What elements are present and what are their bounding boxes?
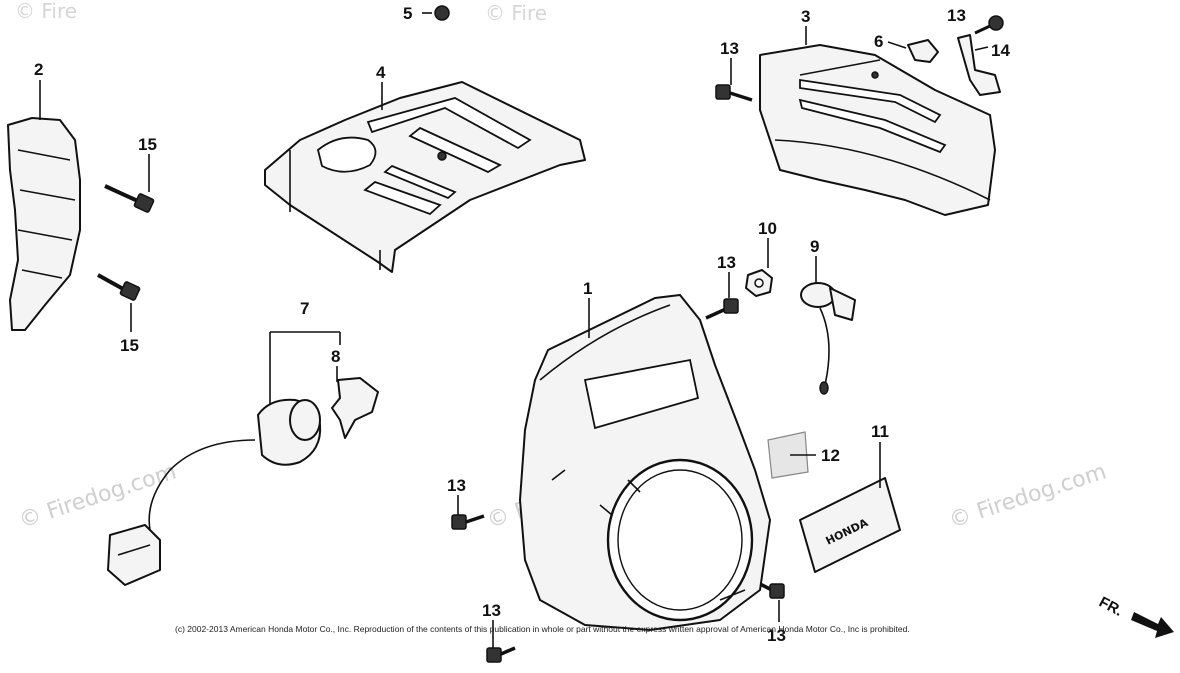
callout-13-bottom: 13: [482, 601, 501, 620]
part-9-stop-switch: [800, 282, 856, 395]
watermark-left: © Firedog.com: [16, 459, 179, 533]
callout-11: 11: [871, 422, 889, 441]
leader-lines: [39, 12, 989, 648]
part-13-bolt-cover: [715, 84, 753, 102]
callout-13-housing: 13: [717, 253, 736, 272]
callout-15-lower: 15: [120, 336, 139, 355]
callout-7: 7: [300, 299, 309, 318]
callout-13-bottom-right: 13: [767, 626, 786, 645]
part-12-label: [767, 431, 809, 479]
part-10-nut: [745, 269, 773, 297]
front-arrow-icon: [1131, 612, 1174, 638]
part-13-bolt-housing-top: [705, 298, 739, 320]
callout-1: 1: [583, 279, 592, 298]
callout-6: 6: [874, 32, 883, 51]
front-label: FR.: [1096, 594, 1125, 620]
part-7-ignition-coil: [107, 398, 322, 586]
part-14-bracket: [957, 34, 1001, 96]
part-8-stop-plate: [331, 377, 379, 439]
callout-9: 9: [810, 237, 819, 256]
part-15-bolt-lower: [97, 273, 141, 301]
callouts: 5 4 3 13 6 14 13 2 15 15 10 9 13 1 7 8 1…: [34, 4, 1010, 645]
part-15-bolt-upper: [104, 184, 155, 213]
callout-14: 14: [991, 41, 1010, 60]
callout-2: 2: [34, 60, 43, 79]
callout-15-upper: 15: [138, 135, 157, 154]
part-13-bolt-left: [451, 514, 485, 530]
watermark-top-center: © Fire: [485, 1, 547, 25]
callout-13-left: 13: [447, 476, 466, 495]
callout-10: 10: [758, 219, 777, 238]
part-11-nameplate: HONDA: [799, 477, 901, 573]
front-direction-indicator: FR.: [1096, 594, 1174, 638]
part-1-fan-housing: [519, 294, 771, 631]
callout-13-cover: 13: [720, 39, 739, 58]
copyright-notice: (c) 2002-2013 American Honda Motor Co., …: [175, 624, 910, 634]
part-4-baffle-plate: [264, 81, 586, 273]
part-3-upper-cover: [759, 44, 996, 216]
part-13-bolt-bottom: [486, 646, 516, 663]
callout-5: 5: [403, 4, 412, 23]
callout-4: 4: [376, 63, 386, 82]
callout-13-top-right: 13: [947, 6, 966, 25]
part-6-clip: [907, 39, 939, 63]
callout-3: 3: [801, 7, 810, 26]
callout-8: 8: [331, 347, 340, 366]
watermark-top-left: © Fire: [15, 0, 77, 23]
part-13-bolt-top-right: [974, 15, 1004, 35]
callout-12: 12: [821, 446, 840, 465]
watermark-right: © Firedog.com: [946, 459, 1109, 533]
part-5-nut: [434, 5, 450, 21]
part-2-side-shroud: [7, 117, 81, 331]
